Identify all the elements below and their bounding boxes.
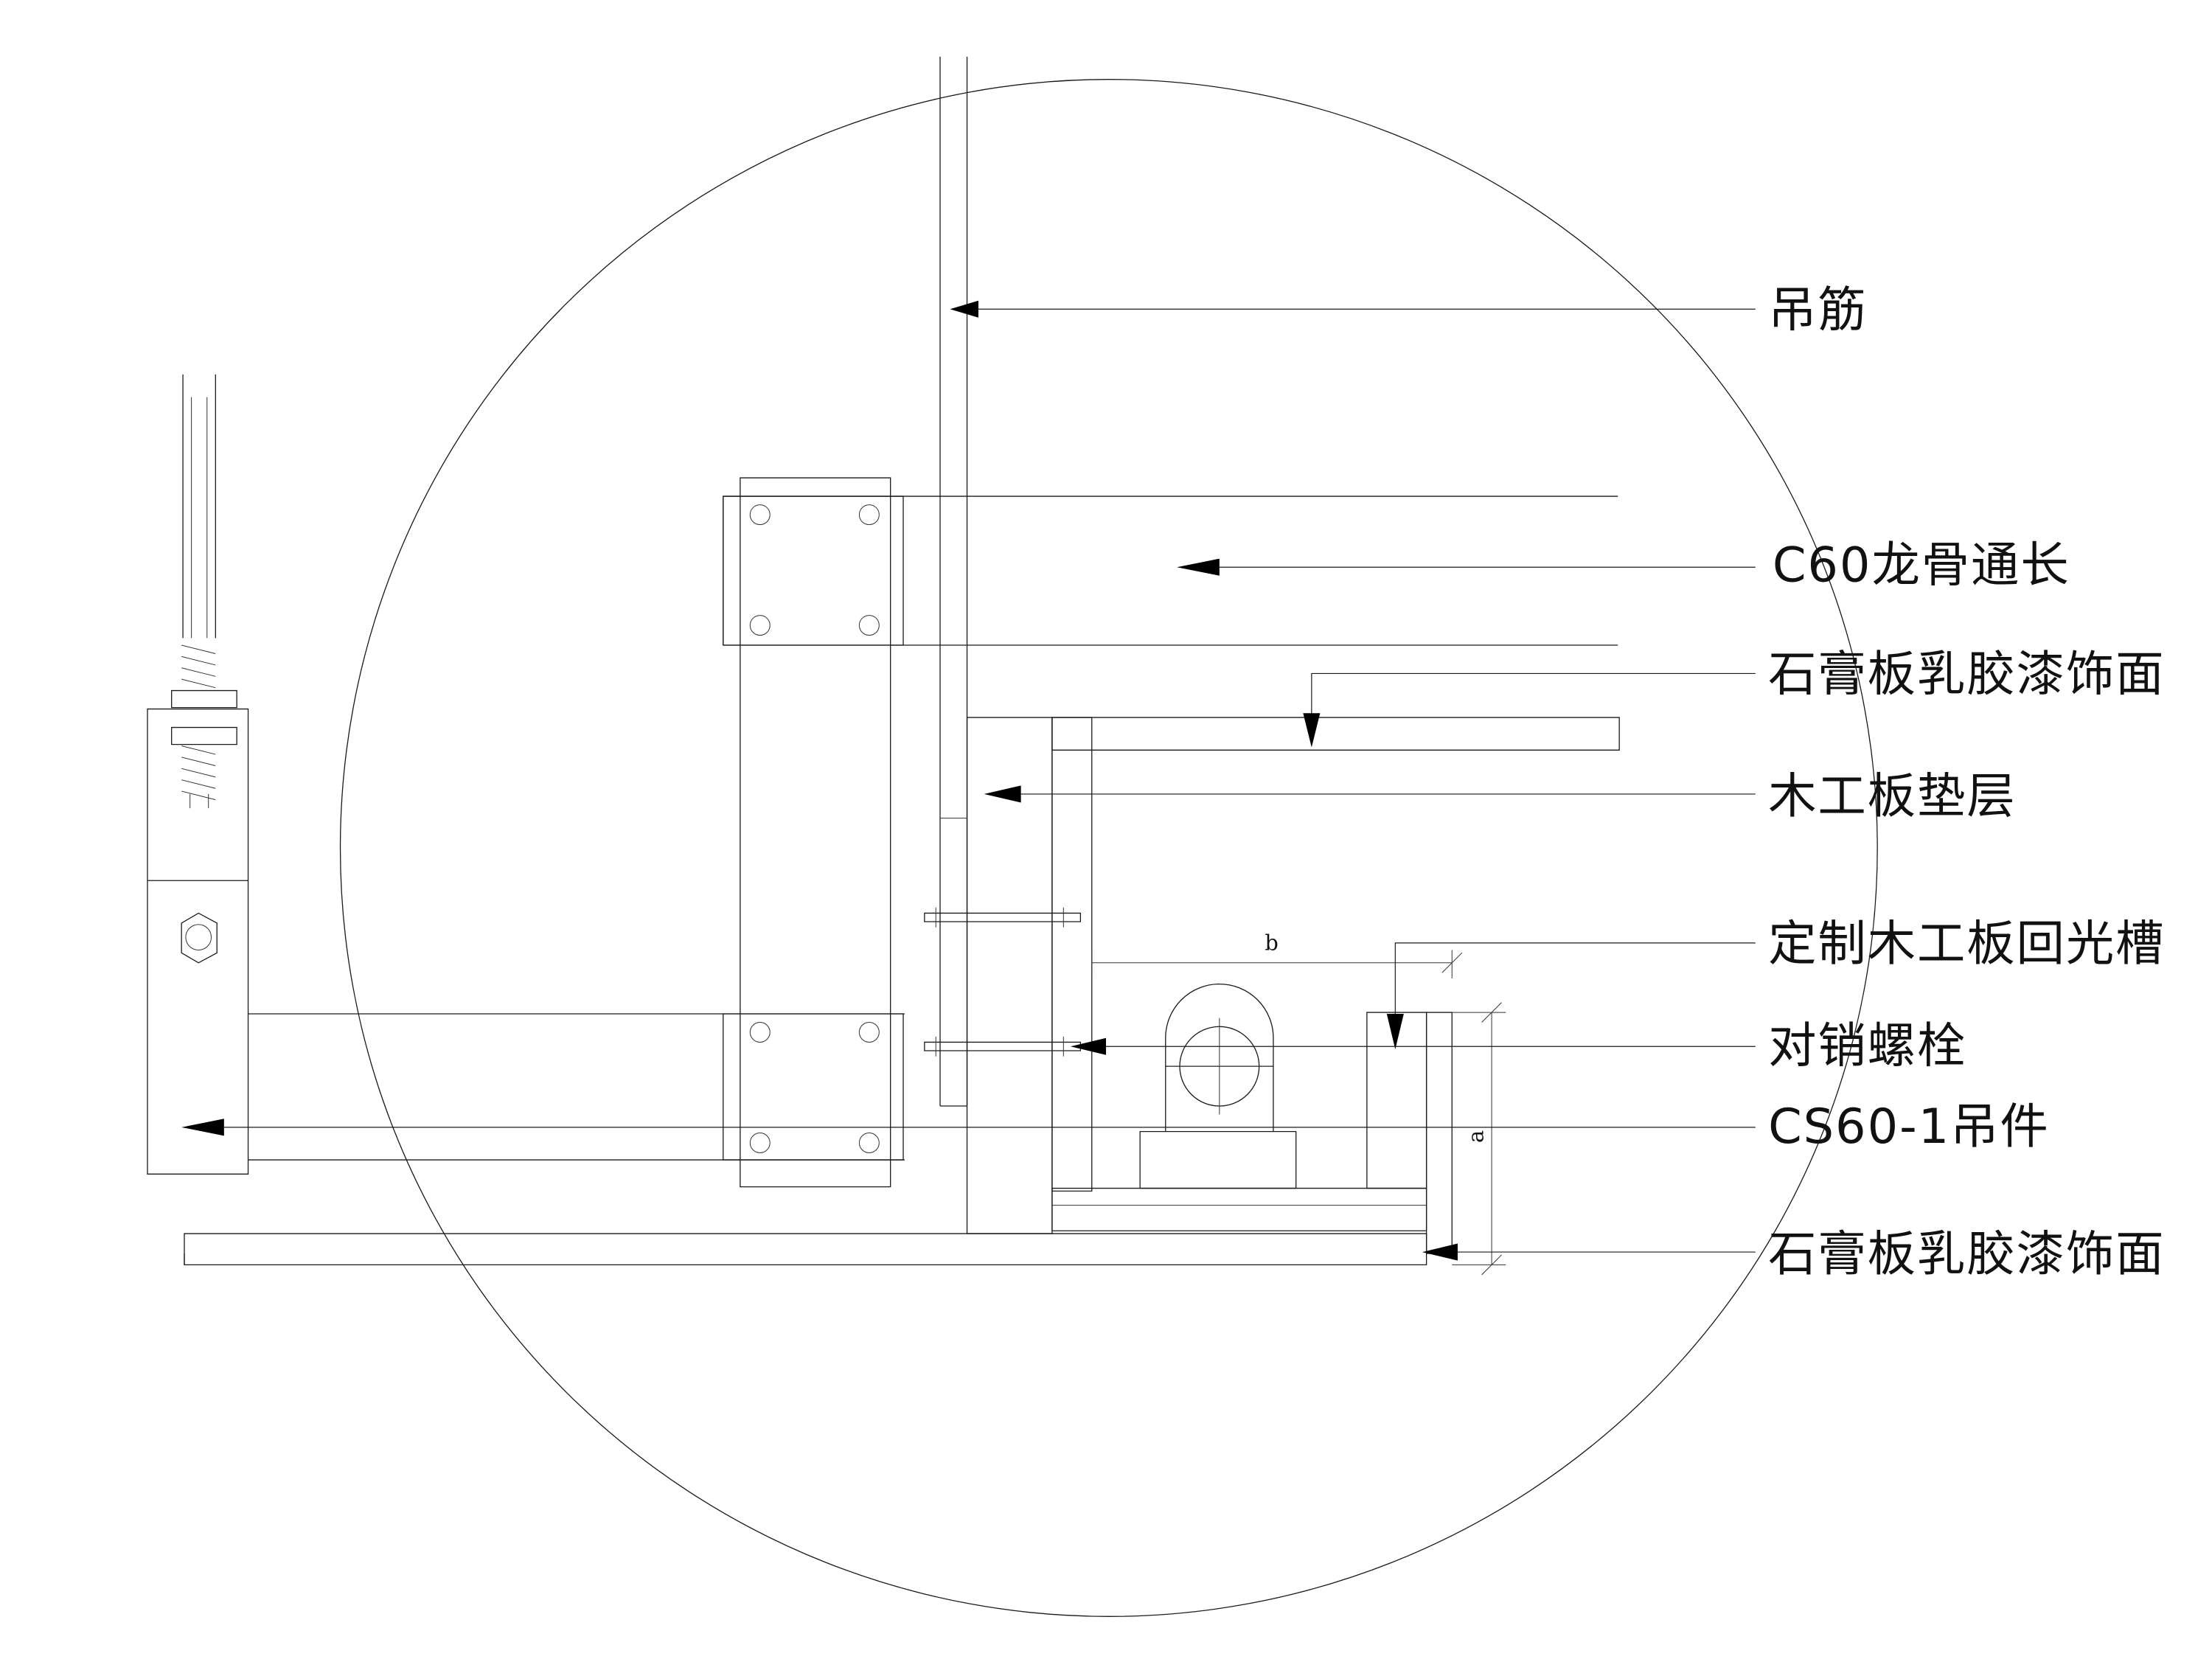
cs60-hanger-clip bbox=[147, 709, 248, 1175]
light-trough-bottom bbox=[1052, 1189, 1427, 1231]
hex-nut bbox=[181, 913, 217, 962]
dimension-b: b bbox=[1092, 930, 1462, 978]
light-fixture bbox=[1140, 984, 1296, 1189]
label-wood-base: 木工板垫层 bbox=[1768, 768, 2017, 824]
label-gypsum-bottom: 石膏板乳胶漆饰面 bbox=[1768, 1226, 2165, 1282]
leader-hanger-rod bbox=[950, 300, 1755, 318]
detail-circle bbox=[341, 80, 1878, 1617]
dimension-b-label: b bbox=[1265, 930, 1278, 955]
bolt-head bbox=[186, 925, 212, 950]
upper-connector-plate bbox=[723, 496, 903, 645]
c60-keel bbox=[723, 496, 1618, 645]
gypsum-board-bottom bbox=[184, 1234, 1427, 1265]
leader-wood-base bbox=[984, 785, 1756, 803]
label-cs60-hanger: CS60-1吊件 bbox=[1768, 1099, 2050, 1155]
label-light-trough: 定制木工板回光槽 bbox=[1768, 916, 2165, 972]
gypsum-board-top bbox=[1052, 717, 1619, 750]
leader-gypsum-top bbox=[1303, 673, 1755, 748]
light-trough-side bbox=[1367, 1012, 1452, 1253]
label-bolt: 对销螺栓 bbox=[1768, 1018, 1966, 1074]
leader-c60-keel bbox=[1177, 558, 1756, 576]
lower-connector-plate bbox=[723, 1014, 903, 1160]
dimension-a: a bbox=[1452, 1003, 1506, 1275]
through-bolts bbox=[925, 908, 1081, 1057]
leader-cs60-hanger bbox=[181, 1119, 1756, 1136]
leader-bolt bbox=[1070, 1037, 1756, 1055]
label-hanger-rod: 吊筋 bbox=[1768, 282, 1868, 338]
dimension-a-label: a bbox=[1464, 1130, 1489, 1143]
gypsum-board-vertical bbox=[1052, 717, 1092, 1191]
leader-gypsum-bottom bbox=[1422, 1243, 1756, 1261]
hanger-rod bbox=[940, 57, 967, 1106]
vertical-connector bbox=[740, 478, 891, 1187]
label-gypsum-top: 石膏板乳胶漆饰面 bbox=[1768, 647, 2165, 703]
lower-keel bbox=[248, 1014, 905, 1160]
label-c60-keel: C60龙骨通长 bbox=[1773, 537, 2070, 593]
threaded-hanger-rod bbox=[172, 375, 237, 808]
leader-light-trough bbox=[1386, 943, 1756, 1050]
